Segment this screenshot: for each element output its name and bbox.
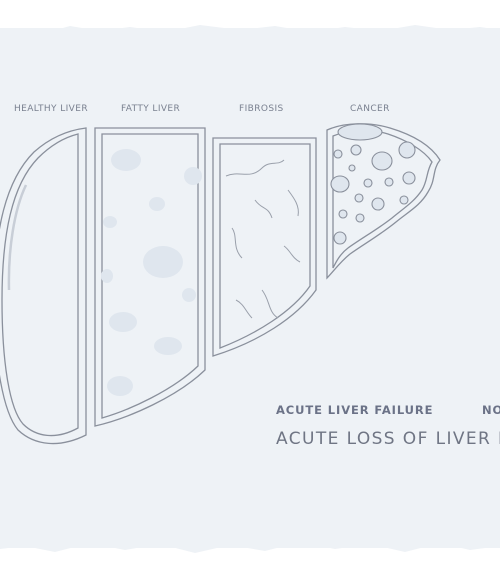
ragged-bottom-edge — [0, 508, 500, 553]
stage-label-fibrosis: FIBROSIS — [239, 104, 284, 114]
heading-text: ACUTE LOSS OF LIVER F — [276, 429, 500, 449]
background-panel — [0, 28, 500, 548]
cancer-segment — [326, 123, 441, 280]
healthy-liver-segment — [0, 127, 87, 445]
subtitle-next-cut: NO — [482, 403, 500, 417]
fatty-liver-segment — [94, 127, 206, 427]
ragged-top-edge — [0, 25, 500, 42]
stage-label-healthy: HEALTHY LIVER — [14, 104, 88, 114]
fibrosis-segment — [212, 137, 317, 357]
stage-label-fatty: FATTY LIVER — [121, 104, 181, 114]
stage-label-cancer: CANCER — [350, 104, 390, 114]
subtitle-acute-failure: ACUTE LIVER FAILURE — [276, 403, 434, 417]
